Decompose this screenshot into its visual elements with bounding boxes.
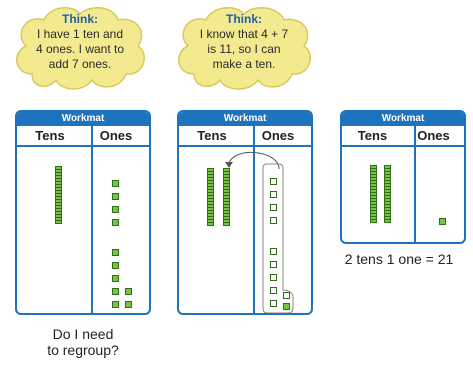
one-cube [112, 262, 119, 269]
cloud-2-line-1: I know that 4 + 7 [199, 27, 289, 41]
one-cube [125, 288, 132, 295]
moved-cube [270, 191, 277, 198]
cloud-shape-1 [16, 7, 145, 90]
workmat-1-header: Tens Ones [17, 126, 149, 147]
one-cube [112, 206, 119, 213]
regroup-arrow [225, 152, 294, 313]
workmat-2: Workmat Tens Ones [177, 110, 313, 315]
ten-rod [223, 168, 230, 226]
ten-rod [384, 165, 391, 223]
one-cube [112, 249, 119, 256]
ten-rod [55, 166, 62, 224]
one-cube [283, 303, 290, 310]
ten-rod [207, 168, 214, 226]
one-cube [112, 219, 119, 226]
thought-cloud-1: Think: I have 1 ten and 4 ones. I want t… [10, 4, 150, 94]
workmat-1-tens-label: Tens [35, 128, 65, 143]
workmat-2-ones-label: Ones [261, 128, 295, 143]
one-cube [439, 218, 446, 225]
workmat-3: Workmat Tens Ones [340, 110, 466, 244]
one-cube [112, 301, 119, 308]
moved-cube [270, 178, 277, 185]
cloud-2-line-3: make a ten. [212, 57, 276, 71]
regroup-question: Do I need to regroup? [30, 326, 136, 358]
workmat-1-divider [91, 126, 93, 313]
workmat-2-divider [253, 126, 255, 313]
moved-cube [270, 274, 277, 281]
moved-cube [270, 248, 277, 255]
workmat-3-divider [414, 126, 416, 242]
workmat-2-title: Workmat [179, 112, 311, 126]
question-line-2: to regroup? [47, 342, 119, 358]
workmat-3-title: Workmat [342, 112, 464, 126]
moved-cube [270, 204, 277, 211]
workmat-3-header: Tens Ones [342, 126, 464, 147]
moved-cube [270, 287, 277, 294]
cloud-1-line-3: add 7 ones. [48, 57, 112, 71]
one-cube [112, 275, 119, 282]
workmat-1: Workmat Tens Ones [15, 110, 151, 315]
question-line-1: Do I need [52, 326, 114, 342]
workmat-2-tens-label: Tens [197, 128, 227, 143]
cloud-shape-2 [178, 7, 311, 90]
workmat-3-ones-label: Ones [417, 128, 450, 143]
workmat-3-tens-label: Tens [357, 128, 388, 143]
workmat-1-ones-label: Ones [99, 128, 133, 143]
result-equation: 2 tens 1 one = 21 [344, 251, 454, 267]
moved-cube [270, 300, 277, 307]
cloud-1-heading: Think: [62, 12, 98, 26]
cloud-1-line-1: I have 1 ten and [36, 27, 124, 41]
cloud-2-heading: Think: [226, 12, 262, 26]
one-cube [112, 288, 119, 295]
cloud-2-line-2: is 11, so I can [207, 42, 281, 56]
one-cube [112, 180, 119, 187]
workmat-2-header: Tens Ones [179, 126, 311, 147]
workmat-1-title: Workmat [17, 112, 149, 126]
thought-cloud-2: Think: I know that 4 + 7 is 11, so I can… [172, 4, 316, 94]
moved-cube [270, 217, 277, 224]
one-cube [125, 301, 132, 308]
cloud-1-line-2: 4 ones. I want to [35, 42, 125, 56]
moved-cube [283, 292, 290, 299]
moved-cube [270, 261, 277, 268]
ten-rod [370, 165, 377, 223]
one-cube [112, 193, 119, 200]
